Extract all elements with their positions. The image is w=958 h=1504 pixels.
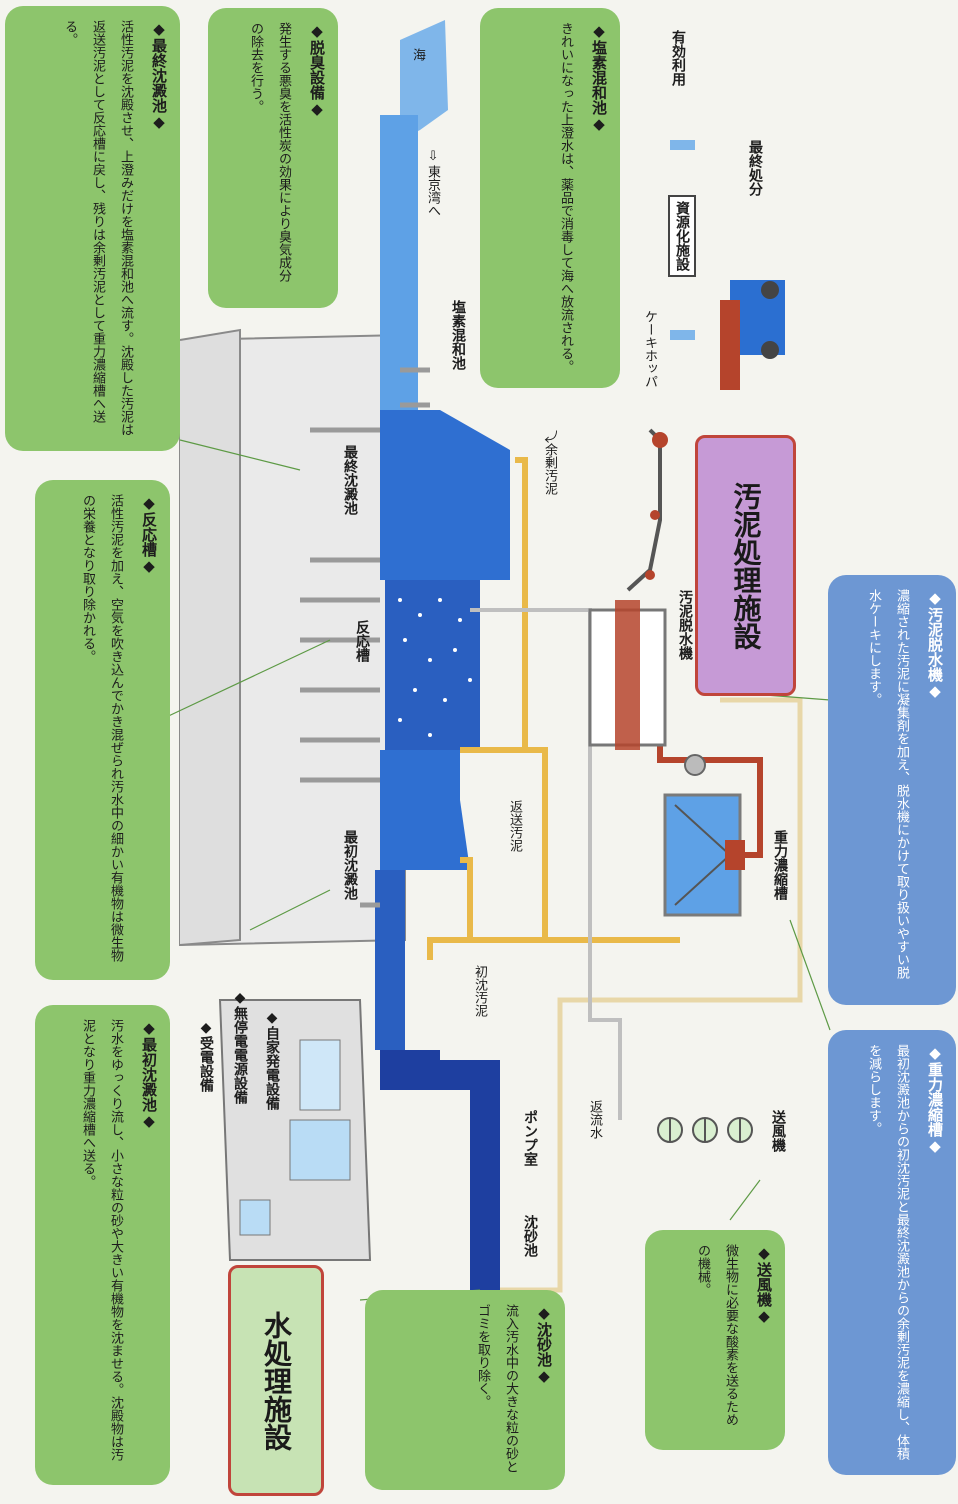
grit-chamber-water — [430, 1060, 500, 1290]
box-deodor-body: 発生する悪臭を活性炭の効果により臭気成分の除去を行う。 — [248, 22, 291, 282]
box-grit-title: ◆沈砂池◆ — [535, 1304, 553, 1385]
label-effective-use: 有効利用 — [670, 30, 686, 86]
box-grit-body: 流入汚水中の大きな粒の砂とゴミを取り除く。 — [475, 1304, 518, 1473]
box-reaction: ◆反応槽◆ 活性汚泥を加え、空気を吹き込んでかき混ぜられ汚水中の細かい有機物は微… — [35, 480, 170, 980]
label-pump-room: ポンプ室 — [522, 1110, 538, 1166]
final-settling-water — [380, 410, 440, 580]
label-cake-hopper: ケーキホッパ — [642, 310, 657, 388]
truck-graphic — [720, 280, 785, 390]
box-first-settling-body: 汚水をゆっくり流し、小さな粒の砂や大きい有機物を沈ませる。沈殿物は汚泥となり重力… — [80, 1019, 123, 1461]
reaction-water — [385, 580, 480, 750]
water-channel — [375, 20, 510, 1290]
flow-arrows — [670, 140, 695, 340]
label-return-sludge: 返送汚泥 — [507, 800, 522, 852]
label-reaction-tank: 反応槽 — [354, 620, 370, 662]
box-first-settling-title: ◆最初沈澱池◆ — [140, 1019, 158, 1130]
label-blower: 送風機 — [770, 1110, 786, 1152]
label-resource-facility: 資源化施設 — [668, 195, 696, 277]
box-gravity: ◆重力濃縮槽◆ 最初沈澱池からの初沈汚泥と最終沈澱池からの余剰汚泥を濃縮し、体積… — [828, 1030, 956, 1475]
sludge-section-title: 汚泥処理施設 — [695, 435, 796, 696]
label-final-disposal: 最終処分 — [747, 140, 763, 196]
box-gravity-body: 最初沈澱池からの初沈汚泥と最終沈澱池からの余剰汚泥を濃縮し、体積を減らします。 — [866, 1044, 909, 1460]
label-ups-power: ◆無停電電源設備 — [232, 990, 248, 1104]
box-chlorine: ◆塩素混和池◆ きれいになった上澄水は、薬品で消毒して海へ放流される。 — [480, 8, 620, 388]
box-final-settling-title: ◆最終沈澱池◆ — [150, 20, 168, 131]
dewatering-machine-graphic — [588, 428, 668, 750]
box-dewater-title: ◆汚泥脱水機◆ — [926, 589, 944, 700]
box-blower-body: 微生物に必要な酸素を送るための機械。 — [695, 1244, 738, 1426]
box-deodor: ◆脱臭設備◆ 発生する悪臭を活性炭の効果により臭気成分の除去を行う。 — [208, 8, 338, 308]
label-dewatering-machine: 汚泥脱水機 — [677, 590, 693, 660]
tank-baffles — [300, 367, 430, 908]
label-private-power: ◆自家発電設備 — [264, 1010, 280, 1110]
box-chlorine-title: ◆塩素混和池◆ — [590, 22, 608, 133]
first-settling-water — [380, 750, 460, 870]
treatment-building — [179, 328, 406, 947]
box-blower: ◆送風機◆ 微生物に必要な酸素を送るための機械。 — [645, 1230, 785, 1450]
label-grit-chamber: 沈砂池 — [522, 1215, 538, 1257]
label-power-receiving: ◆受電設備 — [198, 1020, 214, 1092]
box-deodor-title: ◆脱臭設備◆ — [308, 22, 326, 118]
label-chlorine-pond: 塩素混和池 — [450, 300, 466, 370]
box-final-settling-body: 活性汚泥を沈殿させ、上澄みだけを塩素混和池へ流す。沈殿した汚泥は返送汚泥として反… — [62, 20, 133, 436]
label-gravity-thickener: 重力濃縮槽 — [772, 830, 788, 900]
box-dewater: ◆汚泥脱水機◆ 濃縮された汚泥に凝集剤を加え、脱水機にかけて取り扱いやすい脱水ケ… — [828, 575, 956, 1005]
blowers-graphic — [657, 1117, 753, 1143]
label-first-settling-tank: 最初沈澱池 — [342, 830, 358, 900]
box-chlorine-body: きれいになった上澄水は、薬品で消毒して海へ放流される。 — [558, 22, 573, 373]
box-reaction-title: ◆反応槽◆ — [140, 494, 158, 575]
gravity-thickener-graphic — [657, 720, 763, 917]
aeration-bubbles — [398, 598, 472, 737]
sludge-lines — [427, 457, 680, 960]
label-final-settling-tank: 最終沈澱池 — [342, 445, 358, 515]
box-grit: ◆沈砂池◆ 流入汚水中の大きな粒の砂とゴミを取り除く。 — [365, 1290, 565, 1490]
label-return-water: 返流水 — [587, 1100, 602, 1139]
water-section-title: 水処理施設 — [228, 1265, 324, 1496]
label-tokyo-bay: ⇨ 東京湾へ — [425, 150, 440, 218]
box-reaction-body: 活性汚泥を加え、空気を吹き込んでかき混ぜられ汚水中の細かい有機物は微生物の栄養と… — [80, 494, 123, 962]
box-gravity-title: ◆重力濃縮槽◆ — [926, 1044, 944, 1155]
box-dewater-body: 濃縮された汚泥に凝集剤を加え、脱水機にかけて取り扱いやすい脱水ケーキにします。 — [866, 589, 909, 979]
label-primary-sludge: 初沈汚泥 — [472, 965, 487, 1017]
label-sea: 海 — [410, 48, 425, 61]
outlet-channel — [380, 115, 418, 415]
label-excess-sludge: ⤵余剰汚泥 — [542, 430, 557, 496]
box-final-settling: ◆最終沈澱池◆ 活性汚泥を沈殿させ、上澄みだけを塩素混和池へ流す。沈殿した汚泥は… — [5, 6, 180, 451]
box-first-settling: ◆最初沈澱池◆ 汚水をゆっくり流し、小さな粒の砂や大きい有機物を沈ませる。沈殿物… — [35, 1005, 170, 1485]
box-blower-title: ◆送風機◆ — [755, 1244, 773, 1325]
air-line — [470, 608, 622, 1120]
power-building-graphic — [218, 999, 372, 1261]
